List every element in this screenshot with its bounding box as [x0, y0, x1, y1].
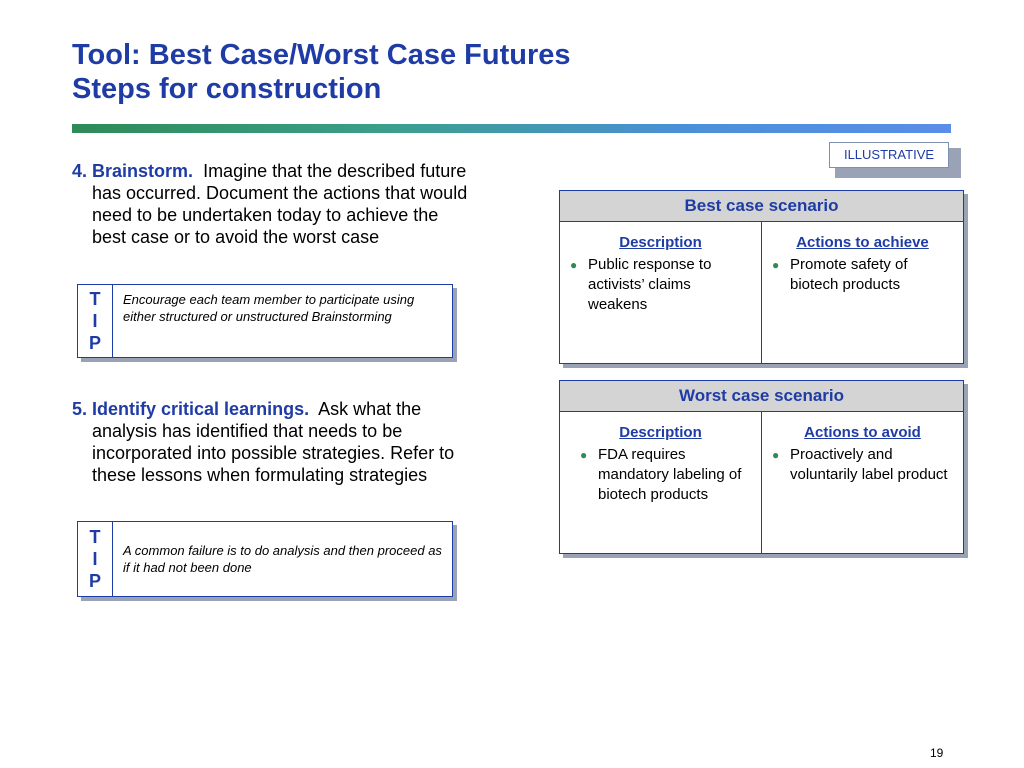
bullet-dot-icon: ●	[570, 258, 578, 272]
step-4: 4. Brainstorm. Imagine that the describe…	[72, 160, 522, 248]
title-line-2: Steps for construction	[72, 73, 382, 105]
best-case-description-header: Description	[619, 234, 702, 251]
best-case-actions-header: Actions to achieve	[796, 234, 929, 251]
tip-2-text: A common failure is to do analysis and t…	[123, 543, 442, 575]
slide-title: Tool: Best Case/Worst Case Futures Steps…	[72, 38, 570, 106]
page-number: 19	[930, 746, 944, 760]
worst-case-description-column: Description ● FDA requires mandatory lab…	[560, 412, 761, 553]
title-divider	[72, 124, 951, 133]
tip-2-label: T I P	[78, 522, 113, 596]
step-4-line-3: need to be undertaken today to achieve t…	[92, 205, 439, 225]
bullet-dot-icon: ●	[772, 448, 780, 462]
step-4-line-2: has occurred. Document the actions that …	[92, 183, 468, 203]
tip-1-label: T I P	[78, 285, 113, 357]
best-case-description-column: Description ● Public response to activis…	[560, 222, 761, 363]
illustrative-tag: ILLUSTRATIVE	[829, 142, 949, 168]
best-case-actions-column: Actions to achieve ● Promote safety of b…	[761, 222, 963, 363]
best-case-description-text: Public response to activists’ claims wea…	[588, 256, 712, 313]
step-5-line-4: these lessons when formulating strategie…	[92, 465, 428, 485]
tip-1-letter-t: T	[89, 289, 101, 309]
title-line-1: Tool: Best Case/Worst Case Futures	[72, 39, 571, 71]
worst-case-actions-header: Actions to avoid	[804, 424, 921, 441]
worst-case-title: Worst case scenario	[560, 381, 963, 412]
step-4-line-1: Imagine that the described future	[203, 161, 467, 181]
tip-2-letter-t: T	[89, 527, 101, 547]
worst-case-actions-text: Proactively and voluntarily label produc…	[790, 446, 948, 483]
worst-case-description-text: FDA requires mandatory labeling of biote…	[598, 446, 742, 503]
worst-case-panel: Worst case scenario Description ● FDA re…	[559, 380, 964, 554]
step-5-line-3: incorporated into possible strategies. R…	[92, 443, 455, 463]
best-case-title: Best case scenario	[560, 191, 963, 222]
step-5-line-2: analysis has identified that needs to be	[92, 421, 403, 441]
tip-1-box: T I P Encourage each team member to part…	[77, 284, 453, 358]
tip-2-letter-p: P	[88, 571, 101, 591]
step-5: 5. Identify critical learnings. Ask what…	[72, 398, 522, 486]
worst-case-actions-column: Actions to avoid ● Proactively and volun…	[761, 412, 963, 553]
step-4-label: 4. Brainstorm.	[72, 161, 194, 181]
bullet-dot-icon: ●	[772, 258, 780, 272]
tip-2-letter-i: I	[92, 549, 98, 569]
best-case-description-item: ● Public response to activists’ claims w…	[560, 255, 761, 315]
best-case-actions-item: ● Promote safety of biotech products	[762, 255, 963, 295]
tip-2-box: T I P A common failure is to do analysis…	[77, 521, 453, 597]
tip-1-letter-p: P	[88, 333, 101, 353]
worst-case-description-item: ● FDA requires mandatory labeling of bio…	[560, 445, 761, 505]
bullet-dot-icon: ●	[580, 448, 588, 462]
step-5-line-1: Ask what the	[318, 399, 422, 419]
step-4-line-4: best case or to avoid the worst case	[92, 227, 380, 247]
best-case-actions-text: Promote safety of biotech products	[790, 256, 908, 293]
worst-case-actions-item: ● Proactively and voluntarily label prod…	[762, 445, 963, 485]
tip-1-text: Encourage each team member to participat…	[123, 292, 415, 324]
worst-case-description-header: Description	[619, 424, 702, 441]
step-5-label: 5. Identify critical learnings.	[72, 399, 310, 419]
tip-1-letter-i: I	[92, 311, 98, 331]
best-case-panel: Best case scenario Description ● Public …	[559, 190, 964, 364]
